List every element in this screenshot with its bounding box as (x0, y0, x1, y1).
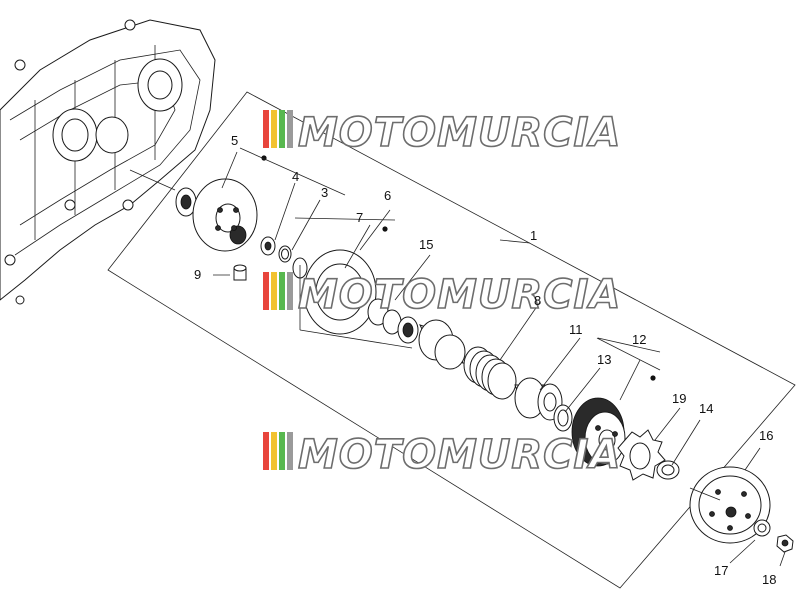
callout-11: 11 (569, 322, 583, 337)
callout-9: 9 (194, 267, 201, 282)
washer-and-nut (753, 519, 794, 553)
callout-7: 7 (356, 210, 363, 225)
callout-8: 8 (534, 293, 541, 308)
callout-4: 4 (292, 169, 299, 184)
callout-labels: 1 3 4 5 6 7 8 9 11 12 13 14 15 16 17 18 … (194, 133, 776, 587)
washer-parts (260, 236, 292, 263)
callout-5: 5 (231, 133, 238, 148)
watermark-stripe-grey (287, 432, 293, 470)
watermark-text: MOTOMURCIA (298, 432, 621, 478)
clutch-assembly (571, 375, 656, 467)
watermark-stripe-green (279, 432, 285, 470)
callout-3: 3 (321, 185, 328, 200)
variator-pulley (192, 155, 267, 252)
spring-part (463, 346, 517, 400)
callout-12: 12 (632, 332, 646, 347)
starwheel-part (617, 429, 666, 481)
watermark-stripe-red (263, 432, 269, 470)
watermark-middle: MOTOMURCIA (263, 271, 621, 319)
callout-14: 14 (699, 401, 713, 416)
kit-outline-box (107, 91, 796, 589)
watermark-stripe-green (279, 110, 285, 148)
snap-ring-part (553, 404, 573, 432)
bearing-part (175, 187, 197, 217)
watermark-stripe-yellow (271, 272, 277, 310)
crankcase-housing (0, 19, 216, 305)
watermark-stripe-yellow (271, 432, 277, 470)
callout-13: 13 (597, 352, 611, 367)
watermark-stripe-yellow (271, 110, 277, 148)
watermark-stripe-red (263, 272, 269, 310)
watermark-top: MOTOMURCIA (263, 109, 621, 157)
callout-17: 17 (714, 563, 728, 578)
watermark-stripe-grey (287, 272, 293, 310)
sleeve-part (418, 319, 466, 370)
callout-6: 6 (384, 188, 391, 203)
callout-15: 15 (419, 237, 433, 252)
watermark-stripe-grey (287, 110, 293, 148)
bolt-part (233, 264, 247, 281)
watermark-text: MOTOMURCIA (298, 110, 621, 156)
callout-1: 1 (530, 228, 537, 243)
leader-lines (213, 147, 786, 567)
callout-18: 18 (762, 572, 776, 587)
ramp-plate-part (292, 226, 419, 344)
callout-19: 19 (672, 391, 686, 406)
watermark-text: MOTOMURCIA (298, 272, 621, 318)
watermark-stripe-green (279, 272, 285, 310)
callout-16: 16 (759, 428, 773, 443)
watermark-stripe-red (263, 110, 269, 148)
watermark-bottom: MOTOMURCIA (263, 431, 621, 479)
clutch-bell (689, 466, 771, 544)
ring-part (656, 460, 680, 480)
